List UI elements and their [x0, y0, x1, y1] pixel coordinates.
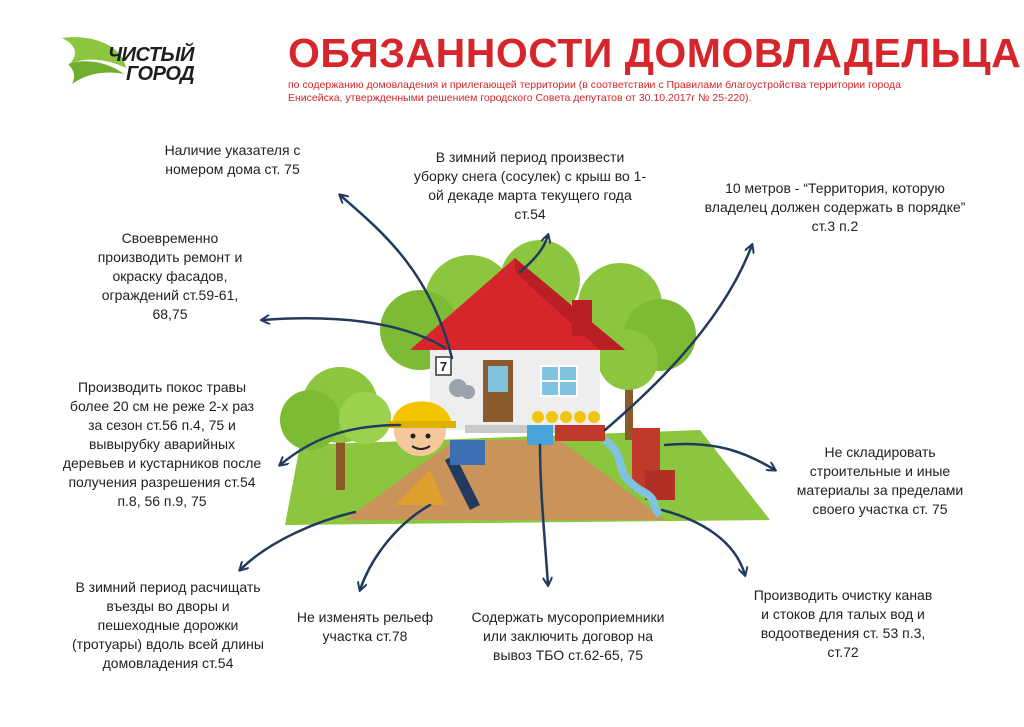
note-winter-paths: В зимний период расчищать въезды во двор… [72, 579, 264, 671]
note-garbage: Содержать мусороприемники или заключить … [471, 609, 665, 663]
tree-left [280, 367, 391, 490]
house-number: 7 [440, 359, 447, 374]
house-number-sign [435, 356, 452, 376]
flowers [532, 411, 600, 423]
ditch [602, 436, 664, 518]
note-territory: 10 метров - “Территория, которую владеле… [704, 180, 966, 234]
worker [388, 401, 485, 510]
arrows [240, 195, 775, 590]
page-title: ОБЯЗАННОСТИ ДОМОВЛАДЕЛЬЦА [288, 30, 1022, 76]
garbage-bin [527, 425, 553, 445]
note-house-sign: Наличие указателя с номером дома ст. 75 [164, 142, 301, 177]
arrow-materials [663, 442, 775, 470]
logo-text: ЧИСТЫЙ ГОРОД [108, 44, 195, 85]
arrow-territory [603, 245, 752, 432]
note-facade: Своевременно производить ремонт и окраск… [97, 230, 243, 322]
logo-line-2: ГОРОД [126, 63, 195, 85]
note-grass: Производить покос травы более 20 см не р… [62, 379, 262, 509]
logo-line-1: ЧИСТЫЙ [108, 44, 194, 66]
note-ditches: Производить очистку канав и стоков для т… [753, 587, 933, 660]
arrow-facade [262, 318, 447, 350]
arrow-grass [280, 423, 402, 465]
arrow-house-sign [340, 195, 454, 360]
note-relief: Не изменять рельеф участка ст.78 [296, 609, 434, 644]
smoke [449, 379, 475, 399]
logo: ЧИСТЫЙ ГОРОД [60, 34, 240, 92]
leaf-icon [62, 37, 126, 84]
arrow-snow-roof [518, 235, 548, 274]
arrow-ditches [660, 508, 745, 575]
note-materials: Не складировать строительные и иные мате… [796, 444, 964, 517]
arrow-relief [360, 503, 432, 590]
note-snow-roof: В зимний период произвести уборку снега … [413, 149, 647, 222]
page-subtitle: по содержанию домовладения и прилегающей… [288, 79, 901, 104]
arrow-winter-paths [240, 510, 357, 570]
arrow-garbage [538, 443, 548, 585]
